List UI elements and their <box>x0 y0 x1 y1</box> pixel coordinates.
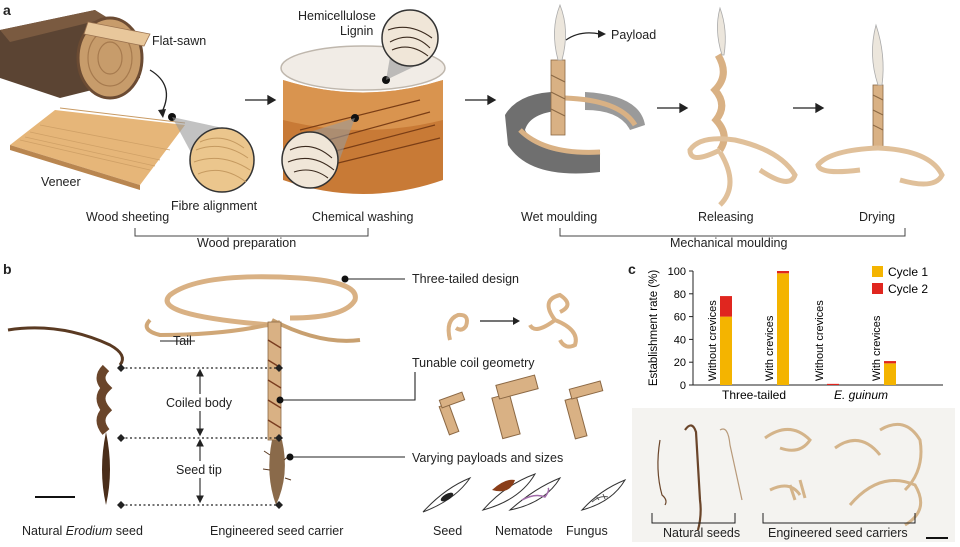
veneer-label: Veneer <box>41 175 81 189</box>
bar-cycle2 <box>777 271 789 274</box>
bar-cycle2 <box>720 296 732 317</box>
wet-moulding-mould-illustration <box>505 3 645 174</box>
step-drying: Drying <box>859 210 896 224</box>
dimension-arrows <box>196 368 204 504</box>
fibre-alignment-zoom-illustration <box>189 127 255 193</box>
process-arrows <box>245 94 825 114</box>
group-label: Three-tailed <box>722 388 786 402</box>
payload-type-seed: Seed <box>433 524 463 538</box>
tunable-coil-geometry-label: Tunable coil geometry <box>412 356 535 370</box>
measurement-guides <box>121 367 279 506</box>
coil-geometry-illustration <box>446 292 578 349</box>
payload-label: Payload <box>611 28 657 42</box>
seed-tip-label: Seed tip <box>176 463 222 477</box>
log-illustration <box>0 10 151 100</box>
callout-lines <box>280 278 416 458</box>
hemicellulose-label: Hemicellulose <box>298 9 376 23</box>
y-axis-label: Establishment rate (%) <box>648 270 660 386</box>
category-label: With crevices <box>871 315 883 381</box>
engineered-seed-carrier-illustration <box>144 274 361 505</box>
sawing-arrow <box>149 69 168 113</box>
panel-a-label: a <box>3 2 11 18</box>
drying-carrier-illustration <box>815 23 945 187</box>
flat-sawn-label: Flat-sawn <box>152 34 207 48</box>
category-label: Without crevices <box>707 300 719 381</box>
natural-seeds-caption: Natural seeds <box>663 526 741 540</box>
panel-c-label: c <box>628 261 636 277</box>
coiled-body-label: Coiled body <box>166 396 233 410</box>
bar-cycle1 <box>884 363 896 385</box>
panel-d-brackets <box>651 513 916 524</box>
group-wood-preparation: Wood preparation <box>197 236 297 250</box>
group-label: E. guinum <box>834 388 888 402</box>
lignin-label: Lignin <box>340 24 374 38</box>
payload-type-nematode: Nematode <box>495 524 553 538</box>
y-tick-label: 20 <box>674 357 686 369</box>
y-tick-label: 100 <box>668 266 686 278</box>
panel-a-artwork <box>0 3 945 237</box>
y-tick-label: 40 <box>674 334 686 346</box>
natural-seeds-photo-illustration <box>657 424 743 531</box>
varying-size-carriers-illustration <box>438 374 604 440</box>
category-label: Without crevices <box>814 300 826 381</box>
hemicellulose-lignin-zoom-illustration <box>381 9 439 67</box>
bar-cycle2 <box>827 383 839 385</box>
y-tick-label: 60 <box>674 312 686 324</box>
washed-fibre-zoom-illustration <box>281 131 339 189</box>
step-wood-sheeting: Wood sheeting <box>86 210 170 224</box>
engineered-seed-carriers-caption: Engineered seed carriers <box>768 526 908 540</box>
panel-b-label: b <box>3 261 12 277</box>
y-tick-label: 80 <box>674 289 686 301</box>
engineered-carriers-photo-illustration <box>764 422 923 527</box>
payload-arrow <box>565 32 601 41</box>
legend-label: Cycle 1 <box>888 265 928 279</box>
y-tick-label: 0 <box>680 380 686 392</box>
step-wet-moulding: Wet moulding <box>521 210 598 224</box>
step-chemical-washing: Chemical washing <box>312 210 414 224</box>
releasing-carrier-illustration <box>687 6 798 207</box>
fibre-alignment-label: Fibre alignment <box>171 199 258 213</box>
three-tailed-design-label: Three-tailed design <box>412 272 520 286</box>
legend-swatch <box>872 283 883 294</box>
group-brackets <box>134 228 906 237</box>
veneer-sheet-illustration <box>10 107 186 190</box>
legend-swatch <box>872 266 883 277</box>
tail-label: Tail <box>173 334 192 348</box>
step-releasing: Releasing <box>698 210 754 224</box>
bar-cycle1 <box>720 316 732 385</box>
category-label: With crevices <box>764 315 776 381</box>
engineered-seed-carrier-caption: Engineered seed carrier <box>210 524 344 538</box>
establishment-rate-chart: 0 20 40 60 80 100 Establishment rate (%) Withou… <box>648 265 943 402</box>
natural-erodium-seed-illustration <box>7 326 124 505</box>
bar-cycle1 <box>777 273 789 385</box>
legend-label: Cycle 2 <box>888 282 928 296</box>
natural-seed-caption: Natural Erodium seed <box>22 524 143 538</box>
bar-cycle2 <box>884 361 896 364</box>
varying-payloads-label: Varying payloads and sizes <box>412 451 564 465</box>
group-mechanical-moulding: Mechanical moulding <box>670 236 788 250</box>
payload-type-fungus: Fungus <box>566 524 608 538</box>
